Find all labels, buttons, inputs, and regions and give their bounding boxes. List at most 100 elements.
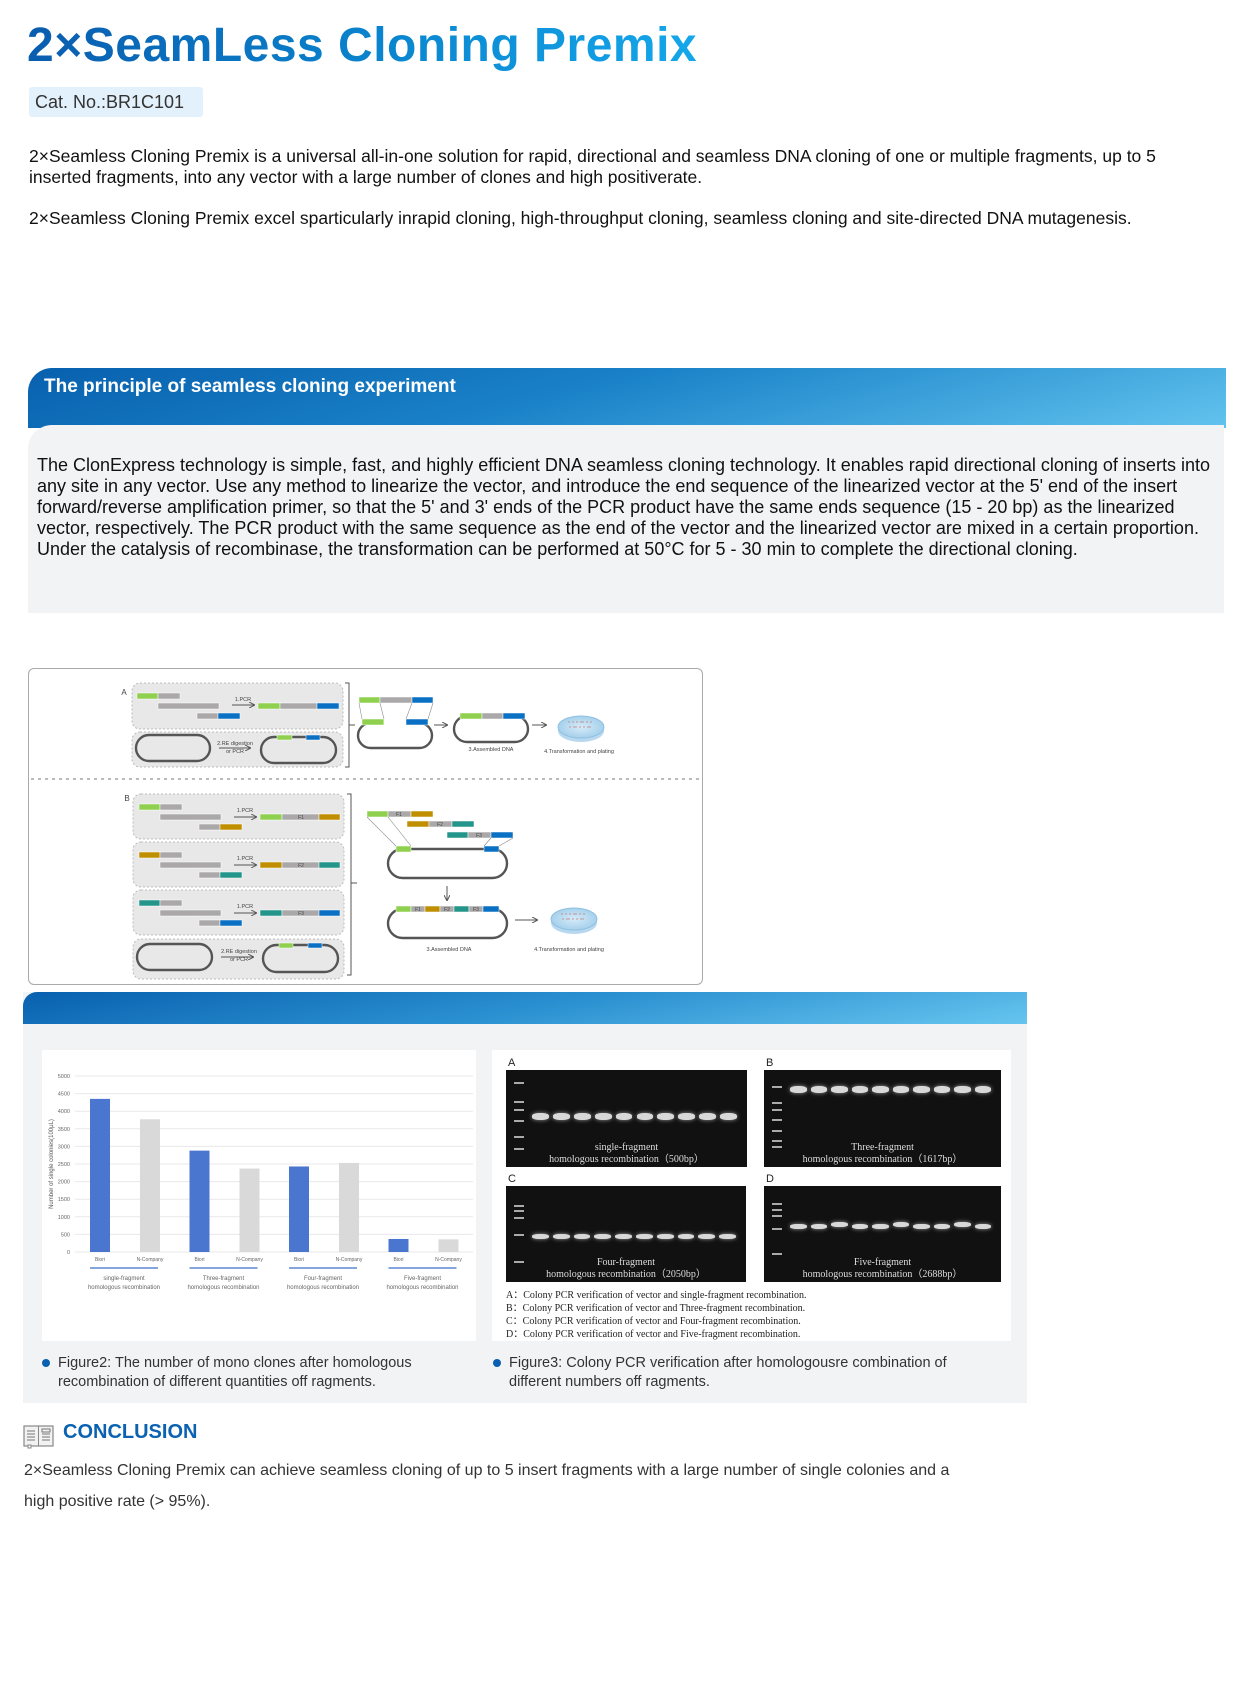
gel-panel-letter: B [766, 1057, 774, 1069]
dna-teal-segment [318, 861, 341, 869]
dna-green-segment [358, 696, 381, 704]
bar-n-company [239, 1168, 260, 1252]
colony-dot [587, 726, 589, 728]
y-tick-label: 4500 [58, 1092, 70, 1098]
colony-dot [572, 721, 574, 723]
homology-line [387, 816, 412, 847]
dna-blue-segment [411, 696, 434, 704]
group-label: single-fragment [103, 1276, 145, 1282]
ladder-band [514, 1234, 524, 1236]
dna-blue-segment [405, 718, 429, 726]
dna-gray-segment [198, 823, 221, 831]
fragment-label: F2 [298, 863, 304, 869]
group-label: homologous recombination [88, 1285, 160, 1291]
sample-band [677, 1234, 695, 1240]
or-pcr-label: or PCR [226, 749, 244, 755]
y-tick-label: 4000 [58, 1109, 70, 1115]
sample-band [831, 1221, 848, 1227]
diagram-shapes [31, 682, 702, 980]
category-label: N-Company [236, 1257, 263, 1263]
fragment-label: F1 [415, 907, 421, 913]
y-tick-label: 1000 [58, 1215, 70, 1221]
sample-band [790, 1085, 807, 1093]
bracket [347, 793, 357, 976]
assembled-dna-label: 3.Assembled DNA [469, 747, 514, 753]
sample-band [790, 1223, 807, 1229]
homology-line [358, 702, 363, 720]
colony-dot [573, 726, 575, 728]
dna-gray-segment [159, 803, 183, 811]
bracket [345, 682, 355, 768]
dna-gray-segment [198, 919, 221, 927]
ladder-band [514, 1210, 524, 1212]
sample-band [636, 1113, 654, 1121]
dna-gray-segment [198, 871, 221, 879]
dna-blue-segment [483, 845, 500, 853]
colony-dot [576, 721, 578, 723]
colony-dot [586, 721, 588, 723]
ladder-band [514, 1260, 524, 1263]
plasmid-vector [135, 942, 214, 972]
dna-gold-segment [406, 820, 430, 828]
sample-band [831, 1085, 848, 1093]
dna-gray-segment [159, 861, 222, 869]
plasmid-vector [386, 847, 509, 880]
sample-band [933, 1223, 950, 1229]
category-label: Biori [393, 1257, 403, 1263]
gel-legend-c: C：Colony PCR verification of vector and … [506, 1316, 801, 1327]
pcr-label: 1.PCR [237, 904, 253, 910]
dna-green-segment [366, 810, 389, 818]
dna-gold-segment [424, 905, 441, 913]
sample-band [698, 1234, 716, 1240]
colony-dot [580, 918, 582, 920]
bar-biori [388, 1238, 409, 1252]
ladder-band [772, 1209, 782, 1212]
figure3-caption: Figure3: Colony PCR verification after h… [509, 1354, 1009, 1392]
re-digestion-label: 2.RE digestion [221, 949, 257, 955]
colony-dot [569, 726, 571, 728]
dna-teal-segment [138, 899, 161, 907]
dna-green-segment [136, 692, 159, 700]
fragment-label: F3 [476, 833, 482, 839]
sample-band [810, 1085, 827, 1093]
intro-paragraph-1: 2×Seamless Cloning Premix is a universal… [29, 146, 1229, 188]
dna-gray-segment [481, 712, 504, 720]
sample-band [974, 1223, 991, 1229]
colony-dot [562, 918, 564, 920]
ladder-band [514, 1135, 524, 1138]
gel-legend-d: D：Colony PCR verification of vector and … [506, 1329, 801, 1340]
bullet-icon [493, 1359, 501, 1367]
dna-gray-segment [159, 909, 222, 917]
dna-gold-segment [259, 861, 283, 869]
category-label: Biori [294, 1257, 304, 1263]
plasmid-vector [452, 714, 530, 744]
y-tick-label: 1500 [58, 1197, 70, 1203]
ladder-band [772, 1118, 782, 1121]
conclusion-text-line: high positive rate (> 95%). [24, 1493, 211, 1510]
colony-dot [569, 913, 571, 915]
fragment-label: F3 [298, 911, 304, 917]
gel-caption-line: homologous recombination（2688bp） [802, 1268, 963, 1280]
fragment-label: F3 [473, 907, 479, 913]
cloning-workflow-diagram: A 1.PCR 2.RE digestion or PCR 3.Assemble… [28, 668, 703, 985]
y-tick-label: 2000 [58, 1180, 70, 1186]
sample-band [699, 1113, 717, 1121]
page-title: 2×SeamLess Cloning Premix [27, 19, 698, 72]
ladder-band [772, 1108, 782, 1111]
bar-biori [289, 1166, 309, 1252]
panel-b-label: B [124, 794, 129, 803]
sample-band [913, 1085, 930, 1093]
sample-band [552, 1113, 570, 1121]
colony-dot [566, 918, 568, 920]
colony-dot [576, 918, 578, 920]
plating-label: 4.Transformation and plating [544, 749, 614, 755]
assembled-dna-label: 3.Assembled DNA [427, 947, 472, 953]
ladder-band [514, 1205, 524, 1208]
sample-band [636, 1234, 653, 1240]
category-label: Biori [95, 1257, 105, 1263]
ladder-band [514, 1101, 524, 1104]
fragment-label: F1 [396, 812, 402, 818]
